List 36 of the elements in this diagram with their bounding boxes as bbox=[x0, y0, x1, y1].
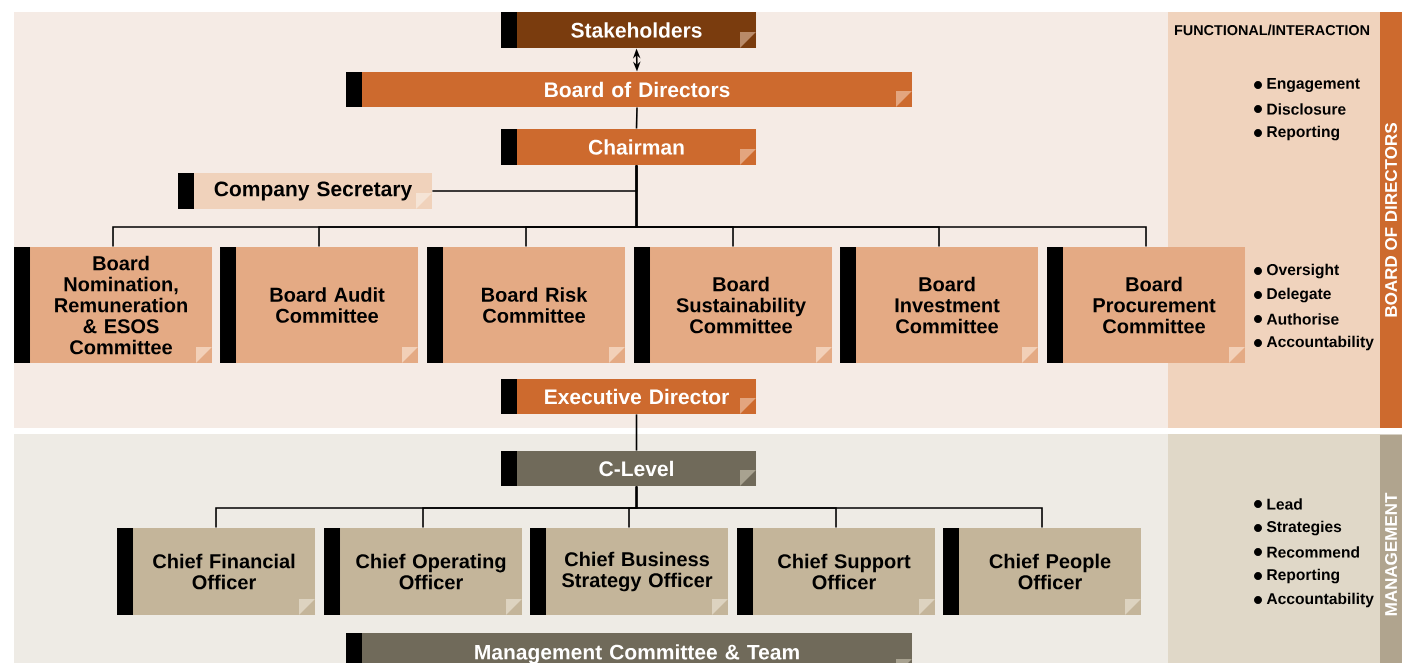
bullet-item: Reporting bbox=[1254, 568, 1339, 584]
bullet-item: Accountability bbox=[1254, 592, 1374, 608]
bullet-item: Reporting bbox=[1254, 125, 1339, 141]
committee-box: Board Procurement Committee bbox=[1047, 247, 1245, 363]
committee-box: Board Nomination, Remuneration & ESOS Committee bbox=[14, 247, 212, 363]
officer-box: Chief Operating Officer bbox=[324, 528, 522, 615]
bullet-item: Oversight bbox=[1254, 263, 1339, 279]
committee-box: Board Risk Committee bbox=[427, 247, 625, 363]
bullet-item: Accountability bbox=[1254, 335, 1374, 351]
title-box: Board of Directors bbox=[346, 72, 912, 107]
title-box: Company Secretary bbox=[178, 173, 432, 209]
committee-box: Board Investment Committee bbox=[840, 247, 1038, 363]
officer-box: Chief People Officer bbox=[943, 528, 1141, 615]
title-box: Stakeholders bbox=[501, 12, 756, 48]
bullet-item: Authorise bbox=[1254, 313, 1339, 325]
title-box: C-Level bbox=[501, 451, 756, 486]
side-band: MANAGEMENT bbox=[1380, 434, 1402, 663]
bullet-item: Engagement bbox=[1254, 78, 1360, 92]
connector-line bbox=[635, 413, 638, 452]
connector-line bbox=[635, 164, 1147, 248]
bullet-item: Delegate bbox=[1254, 287, 1331, 303]
bullet-item: Lead bbox=[1254, 498, 1302, 510]
bullet-item: Strategies bbox=[1254, 520, 1342, 536]
side-band: BOARD OF DIRECTORS bbox=[1380, 12, 1402, 428]
title-box: Chairman bbox=[501, 129, 756, 165]
committee-box: Board Audit Committee bbox=[220, 247, 418, 363]
committee-box: Board Sustainability Committee bbox=[634, 247, 832, 363]
bullet-item: Disclosure bbox=[1254, 103, 1346, 115]
title-box: Executive Director bbox=[501, 379, 756, 414]
bullet-item: Recommend bbox=[1254, 546, 1359, 558]
officer-box: Chief Financial Officer bbox=[117, 528, 315, 615]
officer-box: Chief Business Strategy Officer bbox=[530, 528, 728, 615]
title-box: Management Committee & Team bbox=[346, 633, 912, 663]
officer-box: Chief Support Officer bbox=[737, 528, 935, 615]
connector-line bbox=[635, 485, 1043, 529]
connector-line bbox=[635, 106, 638, 130]
